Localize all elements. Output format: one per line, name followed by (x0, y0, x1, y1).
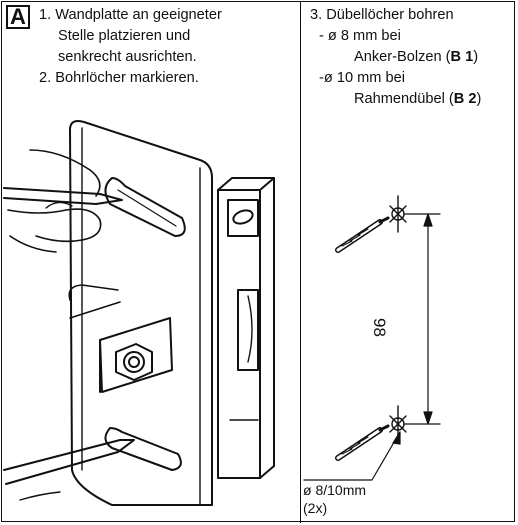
hole-mark-upper-icon (389, 195, 407, 233)
panel-divider (300, 1, 301, 523)
panel-label: A (6, 5, 30, 29)
ref-b1: B 1 (450, 49, 474, 65)
drill-bit-lower-illustration (335, 424, 390, 461)
wall-plate-illustration (68, 120, 213, 506)
spirit-level-illustration (217, 177, 275, 479)
instructions-left: 1. Wandplatte an geeigneter Stelle platz… (39, 5, 222, 89)
step-3: 3. Dübellöcher bohren (310, 7, 454, 23)
hand-with-pencil-illustration (3, 149, 123, 253)
step-2: 2. Bohrlöcher markieren. (39, 70, 199, 86)
option-2-line-1: -ø 10 mm bei (319, 70, 405, 86)
option-1-line-2: Anker-Bolzen (B 1) (354, 49, 479, 65)
nut-bracket-illustration (99, 317, 173, 393)
option-2-line-2: Rahmendübel (B 2) (354, 91, 482, 107)
ref-b2: B 2 (453, 91, 477, 107)
drill-bit-upper-illustration (335, 216, 390, 253)
step-1-line-1: 1. Wandplatte an geeigneter (39, 7, 222, 23)
step-1-line-3: senkrecht ausrichten. (58, 49, 197, 65)
hole-diameter-label: ø 8/10mm (2x) (303, 482, 367, 516)
diameter-leader (303, 431, 401, 481)
dimension-line (403, 213, 441, 425)
pencil-lower-illustration (3, 439, 135, 501)
instructions-right: 3. Dübellöcher bohren - ø 8 mm bei Anker… (310, 5, 481, 110)
spacing-dimension: 98 (370, 318, 389, 337)
step-1-line-2: Stelle platzieren und (58, 28, 191, 44)
option-1-line-1: - ø 8 mm bei (319, 28, 401, 44)
